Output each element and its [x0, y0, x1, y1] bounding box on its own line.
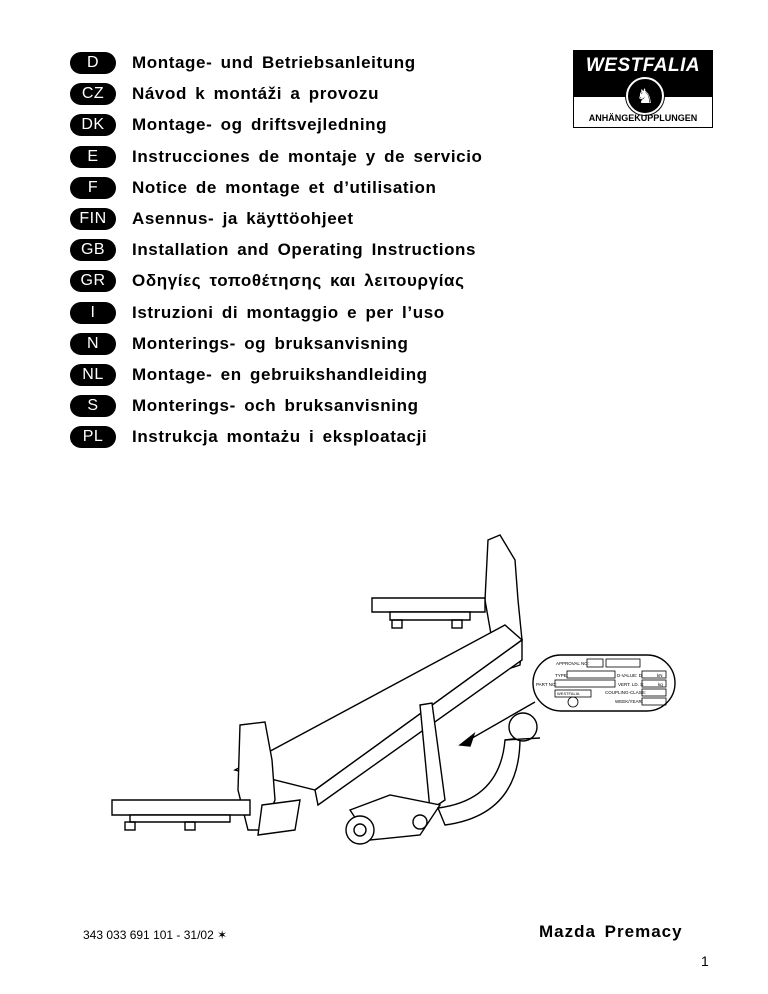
- plate-brand: WESTFALIA: [557, 691, 580, 696]
- plate-kn: kN: [657, 673, 663, 678]
- language-row: S Monterings- och bruksanvisning: [70, 394, 419, 418]
- language-row: DK Montage- og driftsvejledning: [70, 113, 387, 137]
- language-badge: NL: [70, 364, 116, 386]
- plate-kg: kg: [658, 682, 663, 687]
- westfalia-logo: WESTFALIA ♞ ANHÄNGEKUPPLUNGEN: [573, 50, 713, 128]
- language-row: NL Montage- en gebruikshandleiding: [70, 363, 428, 387]
- language-row: D Montage- und Betriebsanleitung: [70, 51, 416, 75]
- language-row: FIN Asennus- ja käyttöohjeet: [70, 207, 354, 231]
- language-title: Instrucciones de montaje y de servicio: [132, 146, 483, 166]
- language-title: Asennus- ja käyttöohjeet: [132, 209, 354, 228]
- language-badge: GB: [70, 239, 116, 262]
- language-title: Instrukcja montażu i eksploatacji: [132, 427, 428, 447]
- plate-coupling: COUPLING-CLASS:: [605, 690, 646, 695]
- language-badge: FIN: [70, 208, 116, 230]
- language-title: Istruzioni di montaggio e per l’uso: [132, 302, 445, 322]
- logo-subtitle: ANHÄNGEKUPPLUNGEN: [588, 113, 698, 123]
- language-badge: D: [70, 52, 116, 74]
- vehicle-model: Mazda Premacy: [539, 922, 683, 941]
- language-title: Monterings- och bruksanvisning: [132, 396, 419, 416]
- horse-icon: ♞: [626, 77, 664, 115]
- language-title: Installation and Operating Instructions: [132, 240, 477, 260]
- language-badge: F: [70, 176, 116, 199]
- language-row: GR Οδηγίες τοποθέτησης και λειτουργίας: [70, 269, 465, 293]
- language-badge: N: [70, 332, 116, 355]
- language-title: Οδηγίες τοποθέτησης και λειτουργίας: [132, 271, 465, 291]
- language-row: E Instrucciones de montaje y de servicio: [70, 145, 483, 169]
- language-row: GB Installation and Operating Instruction…: [70, 238, 476, 262]
- document-number: 343 033 691 101 - 31/02 ✶: [83, 928, 228, 942]
- plate-vert: VERT. LD. S:: [618, 682, 644, 687]
- language-title: Monterings- og bruksanvisning: [132, 333, 409, 353]
- language-title: Montage- und Betriebsanleitung: [132, 53, 416, 72]
- plate-part: PART NO:: [536, 682, 557, 687]
- language-badge: GR: [70, 270, 116, 293]
- language-badge: S: [70, 395, 116, 418]
- language-row: PL Instrukcja montażu i eksploatacji: [70, 425, 427, 449]
- language-title: Notice de montage et d’utilisation: [132, 177, 437, 197]
- language-title: Montage- en gebruikshandleiding: [132, 365, 428, 384]
- language-badge: PL: [70, 426, 116, 449]
- language-title: Montage- og driftsvejledning: [132, 115, 388, 135]
- page-number: 1: [701, 953, 709, 969]
- language-row: CZ Návod k montáži a provozu: [70, 82, 379, 106]
- plate-approval: APPROVAL NO:: [556, 661, 589, 666]
- language-badge: E: [70, 145, 116, 168]
- plate-week: WEEK/YEAR:: [615, 699, 643, 704]
- language-row: F Notice de montage et d’utilisation: [70, 176, 436, 200]
- plate-type: TYPE:: [555, 673, 568, 678]
- language-badge: I: [70, 301, 116, 324]
- language-badge: DK: [70, 114, 116, 137]
- language-row: N Monterings- og bruksanvisning: [70, 332, 409, 356]
- language-title: Návod k montáži a provozu: [132, 84, 380, 104]
- language-badge: CZ: [70, 83, 116, 106]
- plate-dvalue: D-VALUE: D: [617, 673, 643, 678]
- language-row: I Istruzioni di montaggio e per l’uso: [70, 301, 445, 325]
